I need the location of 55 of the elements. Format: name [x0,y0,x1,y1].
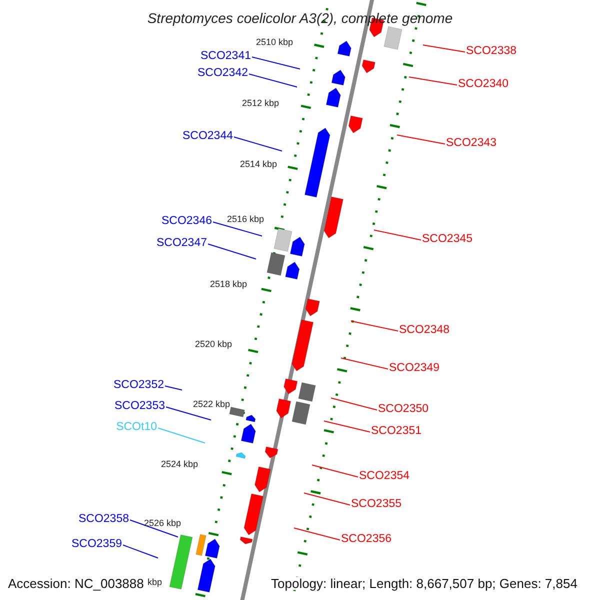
leader-line [158,428,206,444]
leader-line [212,222,262,236]
scale-label: 2514 kbp [240,160,277,168]
leader-line [130,520,178,538]
gene-label: SCO2353 [114,401,165,413]
leader-line [304,492,350,506]
gene-label: SCO2343 [446,138,497,150]
footer-text: Accession: NC_003888 [8,576,144,590]
leader-line [208,244,256,260]
gene-label: SCO2340 [458,79,509,91]
gene-label: SCO2338 [466,46,517,58]
leader-line [330,398,378,410]
gene-label: SCO2355 [351,499,402,511]
scale-label: 2520 kbp [194,340,232,348]
gene-label: SCO2344 [182,131,233,143]
gene-label: SCO2341 [200,51,251,63]
scale-label: 2526 kbp [144,518,181,528]
gene-label: SCO2351 [371,426,422,438]
gene-label: SCO2342 [197,68,248,80]
gene-label: SCO2346 [161,216,212,228]
scale-label: 2512 kbp [242,98,279,108]
gene-label: SCO2358 [78,514,129,526]
gene-label: SCO2345 [422,234,473,246]
gene-label: SCO2350 [378,404,429,416]
gene-label: SCO2348 [399,325,450,337]
scale-label: 2522 kbp [192,400,230,408]
scale-label: 2516 kbp [226,214,264,224]
leader-line [408,76,458,86]
leader-line [324,420,370,432]
scale-label: 2524 kbp [160,460,198,468]
leader-line [166,406,212,420]
leader-line [252,56,300,70]
leader-line [374,230,422,240]
gene-label: SCOt10 [116,422,157,434]
leader-line [422,44,466,52]
leader-line [294,528,340,540]
gene-label: SCO2352 [113,380,164,392]
leader-line [122,544,158,558]
footer-text: Topology: linear; Length: 8,667,507 bp; Genes: 7,854 [271,576,578,590]
leader-line [312,464,358,478]
gene-label: SCO2347 [156,238,207,250]
gene-label: SCO2354 [359,471,410,483]
leader-line [340,358,388,370]
leader-line [234,136,282,152]
leader-line [350,320,398,332]
leader-line [164,386,182,390]
gene-label: SCO2359 [71,539,122,551]
scale-label: kbp [147,578,162,586]
leader-line [396,134,446,144]
gene-label: SCO2349 [389,363,440,375]
scale-label: 2510 kbp [256,38,293,46]
leader-line [248,74,298,88]
gene-label: SCO2356 [341,534,392,546]
title: Streptomyces coelicolor A3(2), complete genome [146,11,454,25]
scale-label: 2518 kbp [210,280,247,288]
